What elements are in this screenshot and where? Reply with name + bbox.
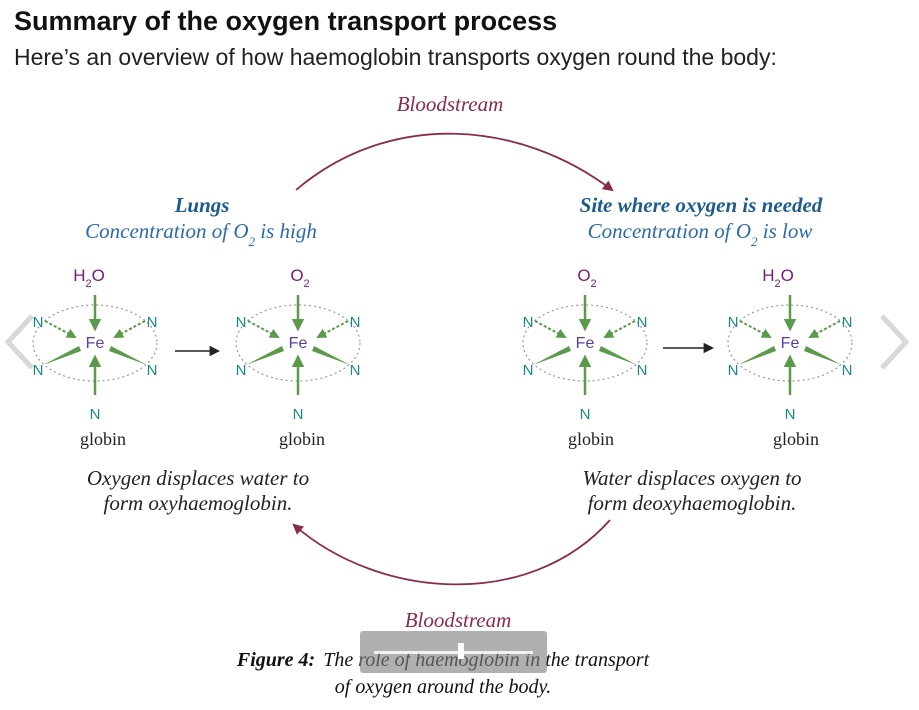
prev-slide-button[interactable] — [2, 312, 36, 372]
svg-text:N: N — [147, 314, 158, 331]
lungs-concentration: Concentration of O2 is high — [85, 219, 317, 249]
heme-oxygen-bound-lungs: Fe N N N N N O2 globin — [236, 266, 361, 449]
svg-text:N: N — [637, 362, 648, 379]
svg-text:N: N — [293, 406, 304, 423]
media-control-bar[interactable] — [360, 631, 547, 673]
svg-text:O2: O2 — [290, 266, 309, 290]
svg-text:N: N — [580, 406, 591, 423]
svg-text:H2O: H2O — [762, 266, 794, 290]
figure-caption-line2: of oxygen around the body. — [335, 676, 551, 698]
svg-text:N: N — [842, 314, 853, 331]
tissue-title: Site where oxygen is needed — [580, 193, 823, 217]
svg-text:N: N — [33, 362, 44, 379]
svg-text:N: N — [523, 362, 534, 379]
svg-text:N: N — [523, 314, 534, 331]
heme-oxygen-bound-tissue: Fe N N N N N O2 globin — [523, 266, 648, 449]
svg-text:H2O: H2O — [73, 266, 105, 290]
intro-text: Here’s an overview of how haemoglobin tr… — [14, 44, 777, 70]
svg-text:Fe: Fe — [781, 335, 800, 352]
tissue-description-line2: form deoxyhaemoglobin. — [588, 491, 797, 515]
svg-text:N: N — [842, 362, 853, 379]
media-progress-track[interactable] — [374, 651, 533, 654]
svg-text:N: N — [785, 406, 796, 423]
tissue-description-line1: Water displaces oxygen to — [582, 466, 801, 490]
heme-water-bound-tissue: Fe N N N N N H2O globin — [728, 266, 853, 449]
svg-text:globin: globin — [568, 429, 614, 449]
page-title: Summary of the oxygen transport process — [14, 6, 558, 36]
lungs-description-line1: Oxygen displaces water to — [87, 466, 309, 490]
lungs-title: Lungs — [174, 193, 230, 217]
svg-text:N: N — [236, 314, 247, 331]
heme-water-bound-lungs: Fe N N N N N H2O globin — [33, 266, 158, 449]
svg-text:O2: O2 — [577, 266, 596, 290]
svg-text:N: N — [147, 362, 158, 379]
bloodstream-top-arrow — [295, 132, 614, 192]
svg-text:globin: globin — [279, 429, 325, 449]
bloodstream-bottom-arrow — [292, 519, 611, 586]
svg-text:N: N — [728, 362, 739, 379]
svg-text:Fe: Fe — [289, 335, 308, 352]
svg-text:N: N — [728, 314, 739, 331]
svg-text:N: N — [350, 314, 361, 331]
svg-text:N: N — [350, 362, 361, 379]
lungs-description-line2: form oxyhaemoglobin. — [104, 491, 293, 515]
svg-text:N: N — [236, 362, 247, 379]
svg-text:Fe: Fe — [86, 335, 105, 352]
next-slide-button[interactable] — [878, 312, 912, 372]
media-progress-handle[interactable] — [458, 643, 464, 659]
bloodstream-bottom-label: Bloodstream — [405, 608, 512, 632]
tissue-concentration: Concentration of O2 is low — [588, 219, 813, 249]
svg-text:globin: globin — [80, 429, 126, 449]
svg-text:N: N — [33, 314, 44, 331]
svg-text:globin: globin — [773, 429, 819, 449]
svg-text:N: N — [637, 314, 648, 331]
svg-text:N: N — [90, 406, 101, 423]
svg-text:Fe: Fe — [576, 335, 595, 352]
chevron-right-icon — [880, 314, 910, 370]
chevron-left-icon — [4, 314, 34, 370]
bloodstream-top-label: Bloodstream — [397, 92, 504, 116]
